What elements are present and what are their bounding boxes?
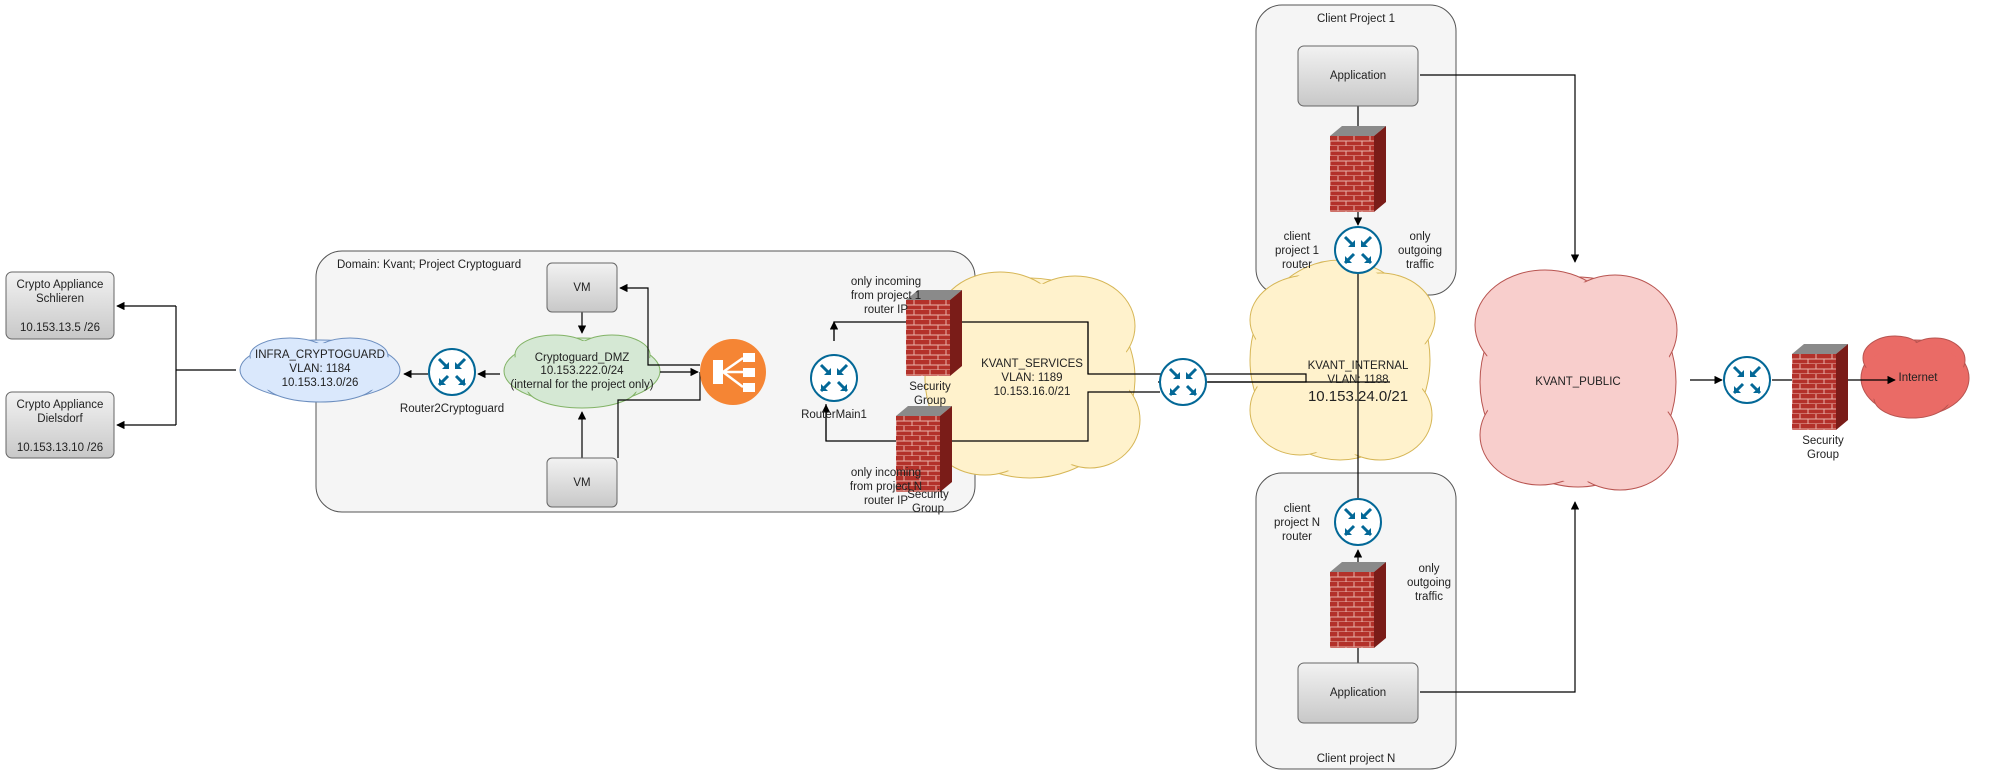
- domain-kvant-label: Domain: Kvant; Project Cryptoguard: [337, 259, 521, 271]
- crypto-appliance-schlieren: [5, 271, 115, 340]
- crypto-appliance-dielsdorf: [5, 391, 115, 459]
- sg-top-label-1: Security: [909, 381, 951, 393]
- router-main1-label: RouterMain1: [801, 409, 867, 421]
- vm-bottom: [546, 457, 618, 508]
- clientn-router-label-3: router: [1282, 531, 1312, 543]
- clientn-router-label-2: project N: [1274, 517, 1320, 529]
- clientn-note-2: outgoing: [1407, 577, 1451, 589]
- clientn-application-label: Application: [1330, 687, 1386, 699]
- clientn-note-1: only: [1418, 563, 1439, 575]
- services-cloud-name: KVANT_SERVICES: [981, 358, 1083, 370]
- infra-cryptoguard-cloud: [239, 337, 401, 403]
- client1-router-label-1: client: [1284, 231, 1312, 243]
- public-cloud-name: KVANT_PUBLIC: [1535, 376, 1620, 388]
- note-projectn-2: from project N: [850, 481, 922, 493]
- router2-cryptoguard-icon: [427, 347, 477, 397]
- internal-cloud-subnet: 10.153.24.0/21: [1308, 388, 1408, 405]
- note-projectn-3: router IP: [864, 495, 908, 507]
- appliance-schlieren-name-1: Crypto Appliance: [17, 279, 104, 291]
- kvant-internal-cloud: [1249, 259, 1436, 461]
- client1-application: [1297, 45, 1419, 107]
- infra-cloud-vlan: VLAN: 1184: [289, 363, 351, 375]
- vm-top-label: VM: [573, 282, 590, 294]
- client1-router-label-2: project 1: [1275, 245, 1319, 257]
- clientn-router-icon: [1333, 497, 1383, 547]
- dmz-cloud-subnet: 10.153.222.0/24: [540, 365, 624, 377]
- internal-cloud-vlan: VLAN: 1188: [1327, 374, 1388, 386]
- internet-label: Internet: [1899, 372, 1939, 384]
- client1-application-label: Application: [1330, 70, 1386, 82]
- cryptoguard-dmz-cloud: [503, 334, 661, 409]
- router-services-internal-icon: [1158, 357, 1208, 407]
- load-balancer-icon: [700, 339, 766, 405]
- kvant-public-cloud: [1474, 269, 1679, 491]
- client1-router-label-3: router: [1282, 259, 1312, 271]
- dmz-cloud-name: Cryptoguard_DMZ: [535, 352, 630, 364]
- router2-label: Router2Cryptoguard: [400, 403, 504, 415]
- client1-note-2: outgoing: [1398, 245, 1442, 257]
- internal-cloud-name: KVANT_INTERNAL: [1308, 360, 1409, 372]
- sg-top-label-2: Group: [914, 395, 946, 407]
- services-cloud-vlan: VLAN: 1189: [1001, 372, 1062, 384]
- sg-bottom-label-1: Security: [907, 489, 949, 501]
- clientn-note-3: traffic: [1415, 591, 1443, 603]
- note-project1-2: from project 1: [851, 290, 921, 302]
- appliance-dielsdorf-ip: 10.153.13.10 /26: [17, 442, 103, 454]
- router-public-icon: [1722, 355, 1772, 405]
- note-projectn-1: only incoming: [851, 467, 921, 479]
- sg-public-label-2: Group: [1807, 449, 1839, 461]
- appliance-dielsdorf-name-2: Dielsdorf: [37, 413, 83, 425]
- security-group-public-icon: [1792, 344, 1848, 430]
- client-project-1-title: Client Project 1: [1317, 13, 1395, 25]
- clientn-application: [1297, 662, 1419, 724]
- clientn-firewall-icon: [1330, 562, 1386, 648]
- vm-bottom-label: VM: [573, 477, 590, 489]
- security-group-bottom-icon: [896, 406, 952, 492]
- services-cloud-subnet: 10.153.16.0/21: [994, 386, 1071, 398]
- client1-firewall-icon: [1330, 126, 1386, 212]
- appliance-schlieren-name-2: Schlieren: [36, 293, 84, 305]
- client-project-n-title: Client project N: [1317, 753, 1396, 765]
- note-project1-3: router IP: [864, 304, 908, 316]
- note-project1-1: only incoming: [851, 276, 921, 288]
- client1-router-icon: [1333, 225, 1383, 275]
- appliance-dielsdorf-name-1: Crypto Appliance: [17, 399, 104, 411]
- client1-note-3: traffic: [1406, 259, 1434, 271]
- router-main1-icon: [809, 353, 859, 403]
- clientn-router-label-1: client: [1284, 503, 1312, 515]
- vm-top: [546, 262, 618, 313]
- sg-bottom-label-2: Group: [912, 503, 944, 515]
- appliance-schlieren-ip: 10.153.13.5 /26: [20, 322, 100, 334]
- security-group-top-icon: [906, 290, 962, 376]
- dmz-cloud-note: (internal for the project only): [510, 379, 653, 391]
- client1-note-1: only: [1409, 231, 1430, 243]
- infra-cloud-name: INFRA_CRYPTOGUARD: [255, 349, 385, 361]
- sg-public-label-1: Security: [1802, 435, 1844, 447]
- internet-cloud: [1860, 335, 1970, 419]
- infra-cloud-subnet: 10.153.13.0/26: [282, 377, 359, 389]
